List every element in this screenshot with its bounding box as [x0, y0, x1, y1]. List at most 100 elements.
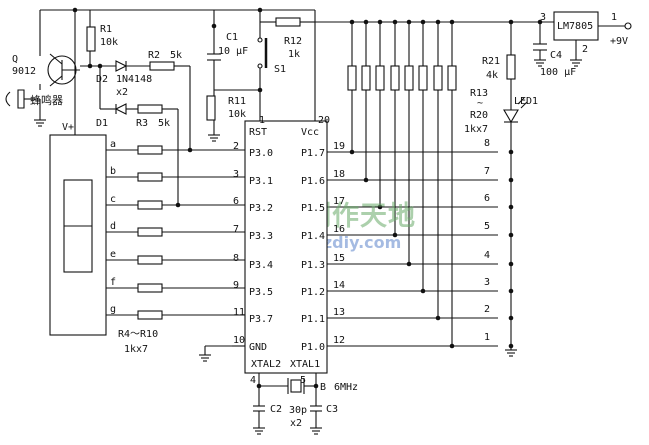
- junction-dot: [377, 19, 383, 25]
- segment-resistor: [137, 172, 163, 182]
- chip-pin-label: P3.1: [249, 176, 273, 187]
- pullup-resistor: [390, 65, 400, 91]
- seven-seg-display: [49, 134, 107, 336]
- key-label: 1: [484, 332, 490, 343]
- junction-dot: [349, 149, 355, 155]
- xtal1-pin-num: 5: [300, 375, 306, 386]
- buzzer-label: 蜂鸣器: [30, 93, 63, 107]
- junction-dot: [435, 19, 441, 25]
- capacitor-c3: [310, 405, 322, 412]
- resistor-r3: [137, 104, 163, 114]
- junction-dot: [211, 23, 217, 29]
- chip-pin-num: 7: [233, 224, 239, 235]
- r12-value: 1k: [288, 49, 300, 60]
- r1-label: R1: [100, 24, 112, 35]
- junction-dot: [508, 204, 514, 210]
- r21-label: R21: [482, 56, 500, 67]
- chip-right-pins: Vcc20P1.719P1.618P1.517P1.416P1.315P1.21…: [301, 115, 345, 353]
- junction-dot: [313, 383, 319, 389]
- r4-r10-label: R4～R10: [118, 329, 158, 340]
- pullup-resistor: [404, 65, 414, 91]
- junction-dot: [406, 19, 412, 25]
- chip-pin-num: 3: [233, 169, 239, 180]
- regulator-pin-gnd: 2: [582, 44, 588, 55]
- chip-pin-label: P3.5: [249, 287, 273, 298]
- junction-dot: [508, 19, 514, 25]
- chip-pin-label: P3.2: [249, 203, 273, 214]
- pullup-resistor: [433, 65, 443, 91]
- junction-dot: [508, 288, 514, 294]
- junction-dot: [420, 288, 426, 294]
- resistor-r21: [506, 54, 516, 80]
- c3-label: C3: [326, 404, 338, 415]
- key-label: 7: [484, 166, 490, 177]
- capacitor-c4: [533, 43, 547, 51]
- chip-pin-num: 10: [233, 335, 245, 346]
- segment-letter: f: [110, 277, 116, 288]
- regulator-label: LM7805: [557, 21, 593, 32]
- junction-dot: [508, 261, 514, 267]
- resistor-r2: [149, 61, 175, 71]
- junction-dot: [537, 19, 543, 25]
- chip-pin-num: 2: [233, 141, 239, 152]
- chip-pin-num: 15: [333, 253, 345, 264]
- junction-dot: [349, 19, 355, 25]
- segment-letter: b: [110, 166, 116, 177]
- chip-pin-label: GND: [249, 342, 267, 353]
- r11-label: R11: [228, 96, 246, 107]
- r4-r10-value: 1kx7: [124, 344, 148, 355]
- c1-label: C1: [226, 32, 238, 43]
- segment-letter: g: [110, 304, 116, 315]
- chip-pin-num: 11: [233, 307, 245, 318]
- junction-dot: [87, 63, 93, 69]
- chip-pin-label: P3.0: [249, 148, 273, 159]
- chip-pin-num: 12: [333, 335, 345, 346]
- junction-dot: [187, 147, 193, 153]
- crystal-freq: 6MHz: [334, 382, 358, 393]
- segment-resistor: [137, 200, 163, 210]
- junction-dot: [508, 315, 514, 321]
- segment-resistor: [137, 145, 163, 155]
- segment-resistor: [137, 227, 163, 237]
- r1-value: 10k: [100, 37, 118, 48]
- chip-pin-label: P1.3: [301, 260, 325, 271]
- chip-pin-label: Vcc: [301, 127, 319, 138]
- key-label: 8: [484, 138, 490, 149]
- chip-pin-num: 19: [333, 141, 345, 152]
- q-part: 9012: [12, 66, 36, 77]
- c4-value: 100 μF: [540, 67, 576, 78]
- transistor-q: [47, 53, 80, 87]
- key-label: 6: [484, 193, 490, 204]
- chip-pin-label: P1.1: [301, 314, 325, 325]
- junction-dot: [508, 177, 514, 183]
- mcu-chip: [244, 120, 328, 374]
- r3-label: R3: [136, 118, 148, 129]
- junction-dots: [72, 7, 543, 389]
- c-value: 30p: [289, 405, 307, 416]
- segment-resistor: [137, 283, 163, 293]
- chip-pin-label: P1.7: [301, 148, 325, 159]
- r20-label: R20: [470, 110, 488, 121]
- chip-pin-label: P3.7: [249, 314, 273, 325]
- pullup-resistors: [347, 65, 457, 91]
- d1-label: D1: [96, 118, 108, 129]
- key-label: 4: [484, 250, 490, 261]
- junction-dot: [392, 232, 398, 238]
- junction-dot: [508, 343, 514, 349]
- regulator-pin-in: 3: [540, 12, 546, 23]
- crystal-b: [287, 378, 305, 394]
- junction-dot: [175, 202, 181, 208]
- diode-d1: [114, 103, 127, 115]
- pullup-resistor: [361, 65, 371, 91]
- s1-label: S1: [274, 64, 286, 75]
- key-label: 2: [484, 304, 490, 315]
- q-label: Q: [12, 54, 18, 65]
- chip-pin-label: P1.0: [301, 342, 325, 353]
- resistor-r1: [86, 26, 96, 52]
- chip-left-pins: RST1P3.02P3.13P3.26P3.37P3.48P3.59P3.711…: [233, 115, 273, 353]
- chip-pin-num: 16: [333, 224, 345, 235]
- led1: [503, 97, 528, 124]
- chip-pin-num: 14: [333, 280, 345, 291]
